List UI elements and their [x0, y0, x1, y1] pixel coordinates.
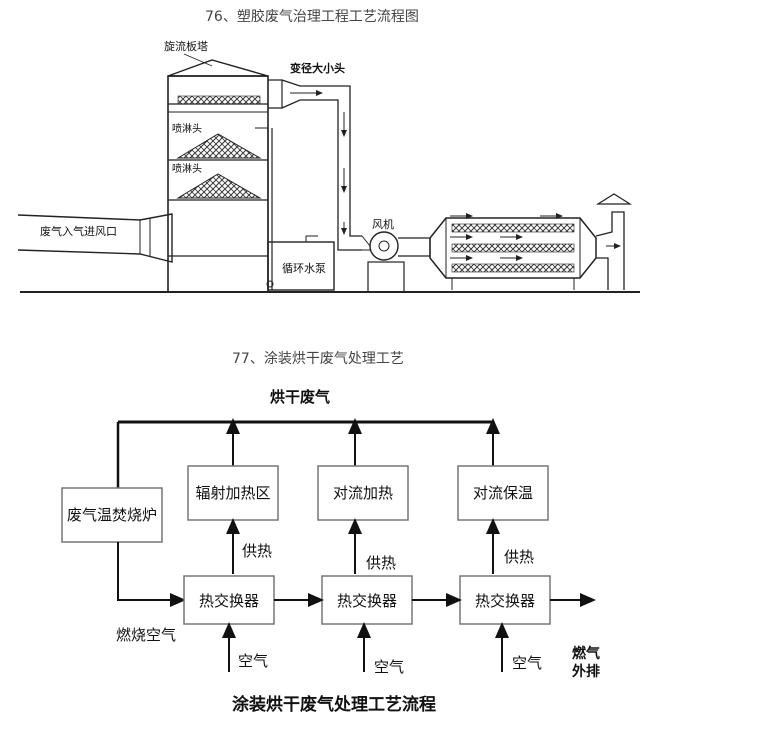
diagram-frame [57, 378, 620, 672]
reducer-label: 变径大小头 [290, 61, 345, 75]
box-radiant-label: 辐射加热区 [195, 484, 270, 502]
fan-unit [361, 231, 431, 293]
section2-title: 77、涂装烘干废气处理工艺 [232, 351, 404, 367]
exchanger-3-label: 热交换器 [475, 592, 535, 610]
exchanger-1: 热交换器 [183, 575, 275, 625]
recirculation-pipe [255, 127, 274, 290]
exhaust-label-2: 外排 [572, 663, 600, 680]
fan-label: 风机 [372, 217, 394, 231]
exhaust-label-1: 燃气 [572, 645, 600, 662]
top-duct-label: 烘干废气 [270, 388, 330, 406]
supply-label-1: 供热 [242, 542, 272, 560]
exchanger-1-label: 热交换器 [199, 592, 259, 610]
box-radiant-heating: 辐射加热区 [187, 465, 279, 521]
box-incinerator: 废气温焚烧炉 [61, 487, 163, 543]
box-convection-heating: 对流加热 [317, 465, 409, 521]
equipment-drawing: 旋流板塔 变径大小头 喷淋头 喷淋头 废气入气进风口 循环水泵 风机 [17, 39, 640, 293]
box-convection-label: 对流加热 [333, 484, 393, 502]
supply-label-2: 供热 [366, 554, 396, 572]
scrubber-tower [167, 59, 269, 293]
exchanger-2-label: 热交换器 [337, 592, 397, 610]
inlet-duct [17, 213, 173, 263]
combustion-air-label: 燃烧空气 [116, 626, 176, 644]
box-holding-label: 对流保温 [473, 484, 533, 502]
exchanger-3: 热交换器 [459, 575, 551, 625]
adsorption-box [429, 213, 597, 290]
exchanger-2: 热交换器 [321, 575, 413, 625]
supply-label-3: 供热 [504, 548, 534, 566]
air-label-2: 空气 [374, 658, 404, 676]
spray-top-label: 喷淋头 [172, 122, 202, 135]
reducer-duct [268, 79, 362, 251]
diagram-caption: 涂装烘干废气处理工艺流程 [232, 694, 436, 715]
section1-title: 76、塑胶废气治理工程工艺流程图 [205, 9, 419, 25]
box-convection-holding: 对流保温 [457, 465, 549, 521]
inlet-label: 废气入气进风口 [40, 224, 117, 238]
air-label-1: 空气 [238, 652, 268, 670]
tower-label: 旋流板塔 [164, 39, 208, 53]
air-label-3: 空气 [512, 654, 542, 672]
exhaust-stack [595, 193, 633, 290]
spray-bottom-label: 喷淋头 [172, 162, 202, 175]
pump-tank [267, 235, 335, 291]
pump-label: 循环水泵 [282, 262, 326, 275]
incinerator-label: 废气温焚烧炉 [67, 506, 157, 524]
